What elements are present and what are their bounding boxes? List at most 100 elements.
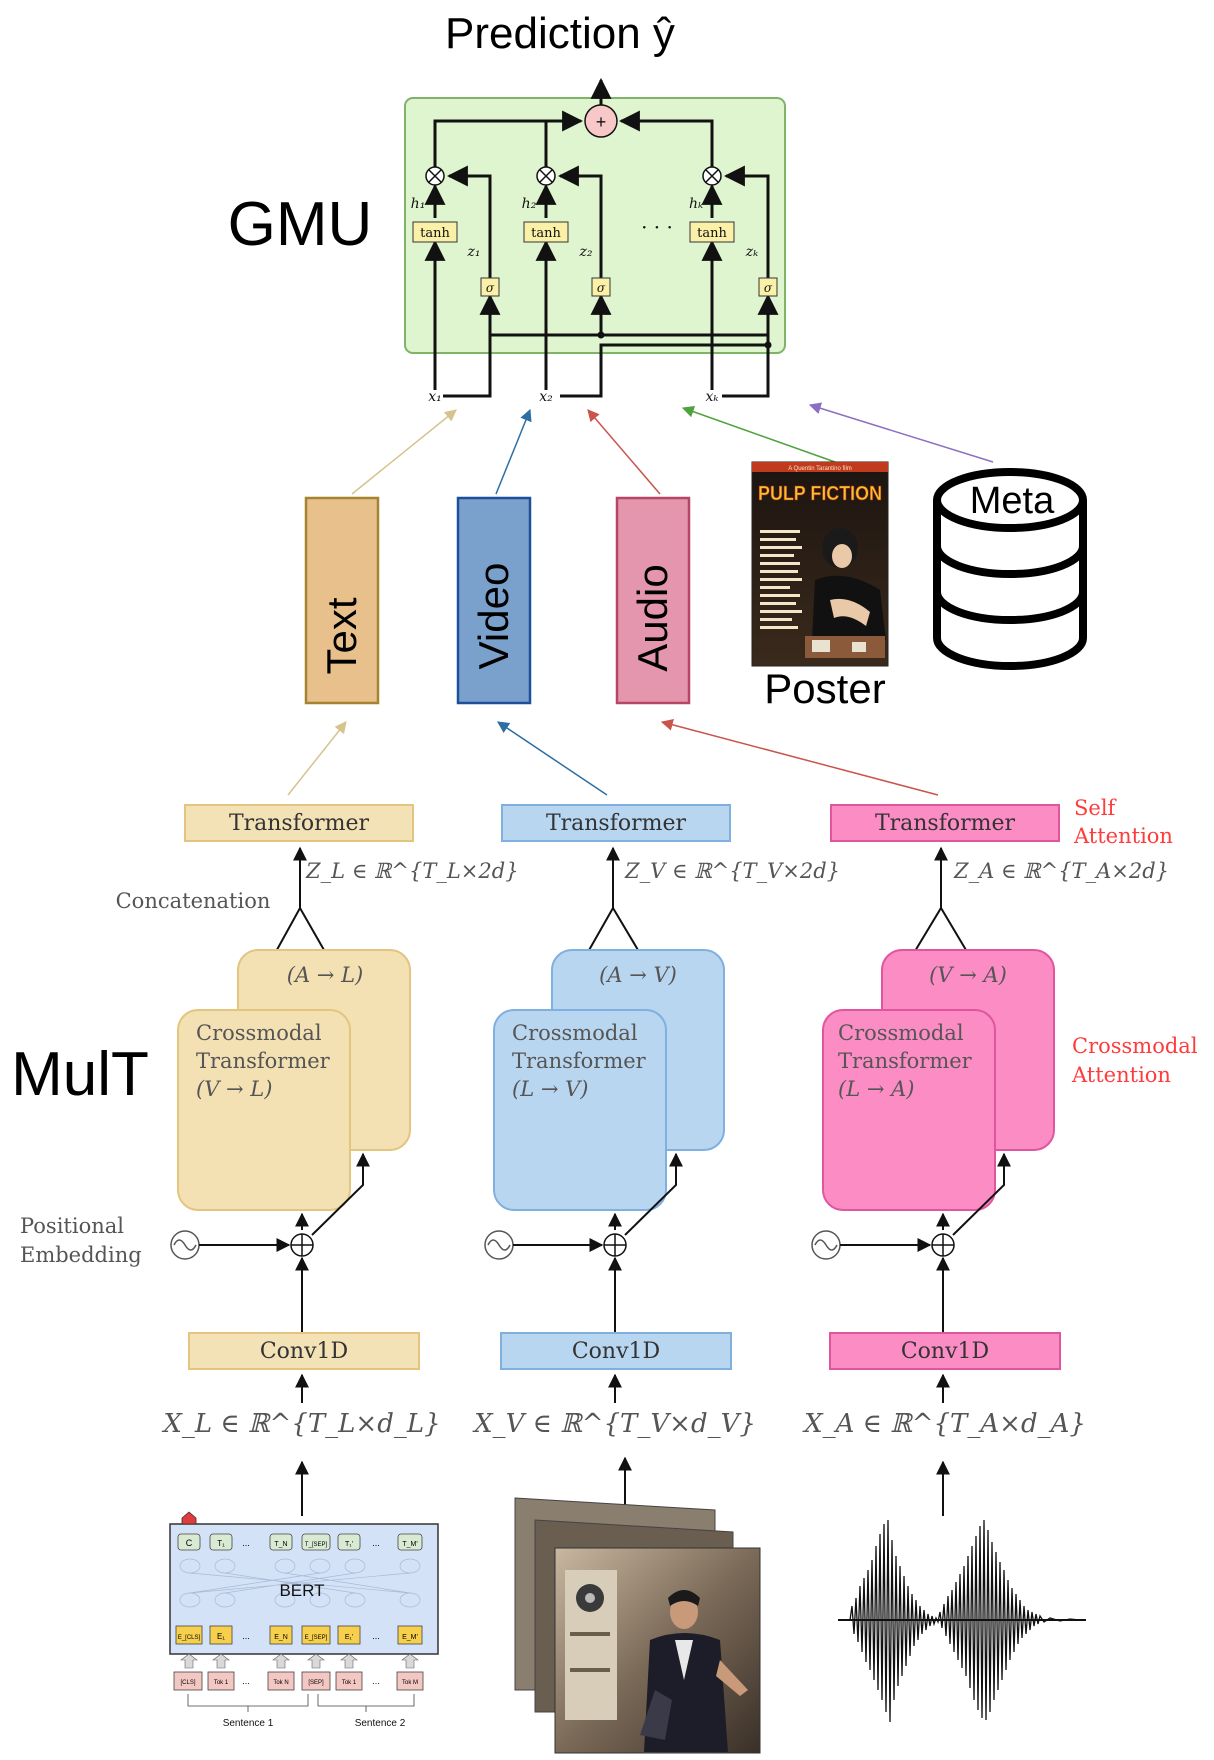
h-label-2: h₂: [522, 196, 537, 212]
multiply-node-1-x: [428, 169, 442, 183]
sigma-box-k: [758, 277, 778, 297]
modality-text-label: Text: [318, 597, 365, 674]
bert-emb-token-6: E₁': [345, 1634, 353, 1641]
poster-caption: Poster: [764, 665, 885, 712]
video-frames-image: [514, 1497, 761, 1754]
gmu-block: + tanh σ h₁ z₁ x₁: [404, 77, 786, 405]
conv-label-l: Conv1D: [260, 1339, 348, 1364]
poster-credits: [760, 530, 802, 629]
bert-emb-token-7: ...: [372, 1631, 380, 1641]
bert-emb-token-5: E_[SEP]: [305, 1635, 328, 1641]
modality-audio-label: Audio: [629, 564, 676, 671]
transformer-label-l: Transformer: [229, 811, 370, 836]
arrow-mult-text: [287, 721, 347, 796]
gmu-line-hk-sum: [618, 110, 714, 168]
x-formula-l: X_L ∈ ℝ^{T_L×d_L}: [161, 1409, 440, 1439]
poster-title: PULP FICTION: [758, 483, 882, 505]
z-formula-v: Z_V ∈ ℝ^{T_V×2d}: [624, 859, 840, 883]
gmu-bus-k: [722, 345, 770, 398]
gmu-line-h1-sum: [433, 110, 584, 168]
meta-label: Meta: [970, 480, 1055, 522]
bert-input-token-8: Tok M: [402, 1680, 418, 1686]
x-label-2: x₂: [539, 389, 553, 405]
crossmodal-front-l: [177, 1009, 351, 1211]
bert-sentence-2: Sentence 2: [355, 1718, 406, 1729]
z-formula-l: Z_L ∈ ℝ^{T_L×2d}: [305, 859, 519, 883]
x-formula-v: X_V ∈ ℝ^{T_V×d_V}: [472, 1409, 756, 1439]
z-label-2: z₂: [579, 244, 593, 260]
multiply-node-2-x: [539, 169, 553, 183]
modality-audio: Audio: [615, 496, 691, 705]
transformer-label-a: Transformer: [875, 811, 1016, 836]
sigma-label-1: σ: [486, 281, 495, 295]
bert-input-token-3: ...: [242, 1676, 250, 1686]
bert-input-token-4: Tok N: [273, 1680, 288, 1686]
arrow-audio-to-gmu: [587, 409, 661, 495]
gmu-unit-k: tanh σ hₖ zₖ xₖ: [689, 165, 779, 405]
self-attention-label-2: Attention: [1073, 824, 1173, 848]
transformer-label-v: Transformer: [546, 811, 687, 836]
sigma-box-2: [591, 277, 611, 297]
crossmodal-back-label-v: (A → V): [599, 963, 677, 987]
sigma-label-k: σ: [764, 281, 773, 295]
tanh-box-2: [523, 221, 569, 243]
modality-video: Video: [456, 496, 532, 705]
crossmodal-front-3-a: (L → A): [838, 1077, 914, 1101]
bert-top-token-7: ...: [372, 1538, 380, 1548]
poster-figure: [805, 528, 886, 658]
z-label-k: zₖ: [745, 244, 758, 260]
bert-diagram: BERT C T₁ ... T_N T_[SEP] T₁' ... T_M' E…: [169, 1511, 439, 1729]
bert-label: BERT: [279, 1581, 324, 1600]
bert-emb-token-3: ...: [242, 1631, 250, 1641]
gmu-bus-1: [443, 333, 768, 398]
audio-waveform: [849, 1519, 1081, 1723]
tanh-box-k: [689, 221, 735, 243]
gmu-label: GMU: [228, 190, 373, 259]
tanh-label-2: tanh: [531, 226, 561, 241]
meta-database-icon: Meta: [933, 468, 1087, 670]
self-attention-label-1: Self: [1074, 796, 1118, 820]
bert-input-arrows: [180, 1653, 419, 1669]
multiply-node-k-x: [705, 169, 719, 183]
audio-waveform-image: [838, 1519, 1086, 1723]
bert-emb-token-1: E_[CLS]: [178, 1635, 201, 1641]
crossmodal-attention-label-1: Crossmodal: [1072, 1034, 1198, 1058]
bert-top-token-6: T₁': [345, 1541, 353, 1548]
bert-top-token-5: T_[SEP]: [305, 1542, 328, 1548]
conv-label-a: Conv1D: [901, 1339, 989, 1364]
conv-label-v: Conv1D: [572, 1339, 660, 1364]
sum-node: [584, 104, 618, 138]
crossmodal-front-2-a: Transformer: [838, 1049, 973, 1073]
z-formula-a: Z_A ∈ ℝ^{T_A×2d}: [953, 859, 1169, 883]
bert-emb-token-2: E₁: [217, 1632, 225, 1641]
tanh-label-1: tanh: [420, 226, 450, 241]
crossmodal-front-2-v: Transformer: [512, 1049, 647, 1073]
transformer-box-a: [830, 804, 1060, 842]
gmu-line-h2-sum: [544, 119, 581, 168]
bert-input-token-5: [SEP]: [308, 1680, 324, 1686]
bert-input-token-6: Tok 1: [342, 1680, 357, 1686]
arrow-poster-to-gmu: [681, 405, 836, 463]
crossmodal-front-1-l: Crossmodal: [196, 1021, 322, 1045]
crossmodal-front-v: [493, 1009, 667, 1211]
mult-label: MulT: [11, 1040, 149, 1109]
bert-attention-web: [179, 1558, 421, 1608]
poster-tagline: A Quentin Tarantino film: [788, 466, 852, 472]
arrow-video-to-gmu: [495, 408, 532, 495]
tanh-box-1: [412, 221, 458, 243]
conv-box-a: [829, 1332, 1061, 1370]
sigma-box-1: [480, 277, 500, 297]
arrow-text-to-gmu: [351, 409, 457, 495]
bert-input-tokens: [CLS] Tok 1 ... Tok N [SEP] Tok 1 ... To…: [173, 1671, 424, 1691]
bert-top-token-1: C: [186, 1538, 193, 1548]
arrow-mult-audio: [660, 718, 939, 796]
crossmodal-front-1-v: Crossmodal: [512, 1021, 638, 1045]
mult-stream-language: Transformer Z_L ∈ ℝ^{T_L×2d} (A → L) Cro…: [161, 804, 519, 1516]
crossmodal-front-2-l: Transformer: [196, 1049, 331, 1073]
z-label-1: z₁: [467, 244, 481, 260]
positional-embedding-label-2: Embedding: [20, 1243, 142, 1267]
transformer-box-l: [184, 804, 414, 842]
bert-cls-marker: [181, 1511, 197, 1525]
crossmodal-back-label-a: (V → A): [929, 963, 1007, 987]
